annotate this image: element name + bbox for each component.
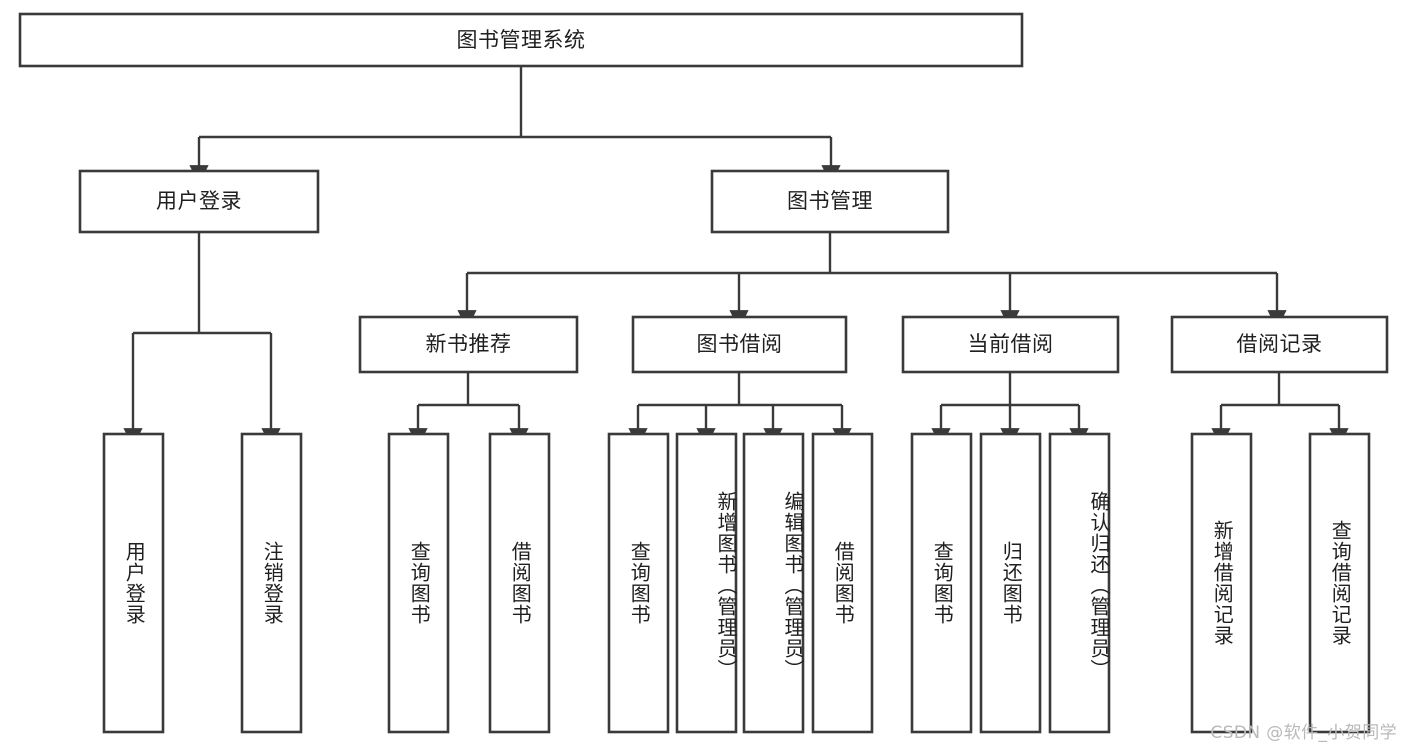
leaf-box-query-book-current[interactable] bbox=[910, 432, 973, 734]
leaf-box-return-book[interactable] bbox=[979, 432, 1042, 734]
leaf-box-query-book-borrow[interactable] bbox=[607, 432, 670, 734]
leaf-box-add-borrow-record[interactable] bbox=[1190, 432, 1253, 734]
node-root-box[interactable] bbox=[18, 12, 1024, 68]
leaf-box-borrow-book-new[interactable] bbox=[488, 432, 551, 734]
leaf-box-query-borrow-record[interactable] bbox=[1308, 432, 1371, 734]
leaf-box-confirm-return-admin[interactable] bbox=[1048, 432, 1111, 734]
node-borrow-record-box[interactable] bbox=[1170, 315, 1389, 374]
connector-root-to-level2 bbox=[189, 66, 841, 185]
connector-user-login-to-leaves bbox=[123, 232, 281, 448]
leaf-box-user-login[interactable] bbox=[102, 432, 165, 734]
connector-book-management-to-level3 bbox=[457, 232, 1287, 330]
node-book-management-box[interactable] bbox=[710, 169, 950, 234]
leaf-box-logout[interactable] bbox=[240, 432, 303, 734]
connector-new-book-to-leaves bbox=[408, 372, 529, 448]
connector-current-borrow-to-leaves bbox=[931, 372, 1089, 448]
connector-book-borrow-to-leaves bbox=[628, 372, 852, 448]
watermark-text: CSDN @软件_小贺同学 bbox=[1210, 723, 1397, 743]
node-new-book-box[interactable] bbox=[358, 315, 579, 374]
node-user-login-box[interactable] bbox=[78, 169, 320, 234]
leaf-box-query-book-new[interactable] bbox=[387, 432, 450, 734]
node-book-borrow-box[interactable] bbox=[631, 315, 848, 374]
node-current-borrow-box[interactable] bbox=[901, 315, 1120, 374]
leaf-box-edit-book-admin[interactable] bbox=[742, 432, 805, 734]
leaf-box-borrow-book[interactable] bbox=[811, 432, 874, 734]
connector-borrow-record-to-leaves bbox=[1211, 372, 1349, 448]
leaf-box-add-book-admin[interactable] bbox=[675, 432, 738, 734]
